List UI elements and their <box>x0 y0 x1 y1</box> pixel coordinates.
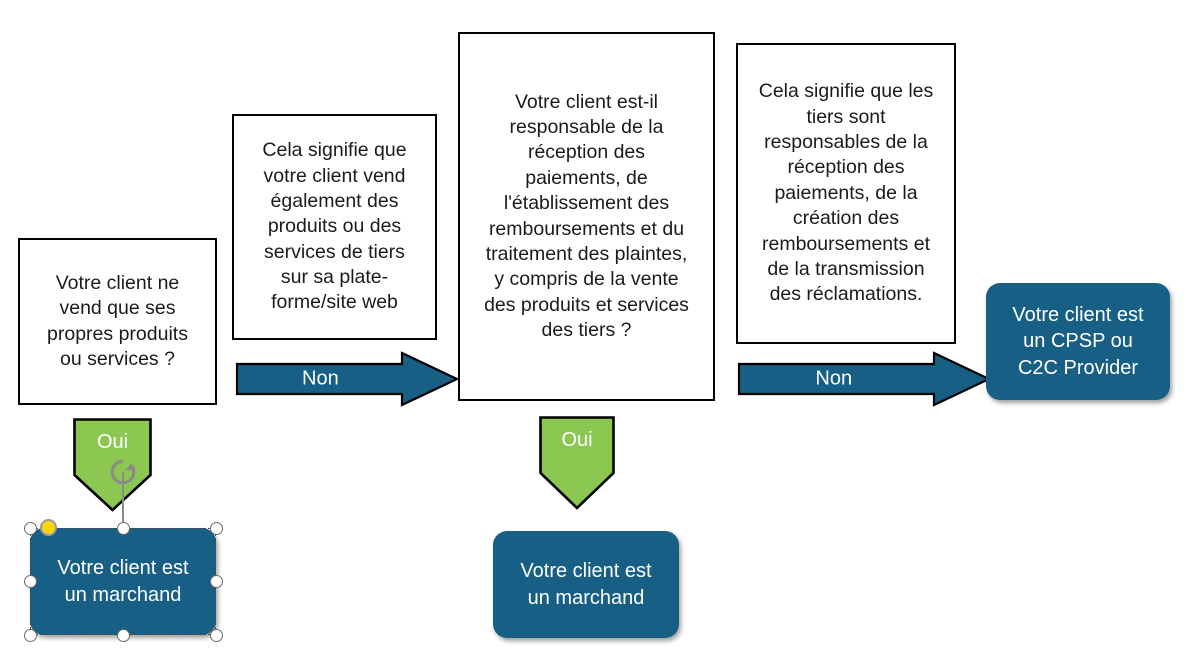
result-box-merchant-left[interactable]: Votre client est un marchand <box>30 528 216 635</box>
result-box-merchant-left-text: Votre client est un marchand <box>57 557 189 606</box>
resize-handle-middle-left[interactable] <box>23 575 37 588</box>
result-box-merchant-center[interactable]: Votre client est un marchand <box>493 531 679 638</box>
arrow-right-shape <box>235 351 460 407</box>
rotate-icon-glyph <box>110 459 136 485</box>
resize-handle-top-center[interactable] <box>116 521 130 535</box>
resize-handle-bottom-right[interactable] <box>209 628 223 642</box>
resize-handle-bottom-left[interactable] <box>23 628 37 642</box>
rotation-stem <box>122 472 124 528</box>
result-box-cpsp[interactable]: Votre client est un CPSP ou C2C Provider <box>986 283 1170 400</box>
question-box-own-products[interactable]: Votre client ne vend que ses propres pro… <box>18 238 217 405</box>
question-box-responsible-payments[interactable]: Votre client est-il responsable de la ré… <box>458 32 715 401</box>
shape-adjust-handle[interactable] <box>40 519 57 536</box>
rotate-icon[interactable] <box>108 457 138 487</box>
resize-handle-top-right[interactable] <box>209 521 223 535</box>
resize-handle-top-left[interactable] <box>23 521 37 535</box>
note-box-third-parties-responsible-text: Cela signifie que les tiers sont respons… <box>758 80 934 306</box>
note-box-third-party-platform-text: Cela signifie que votre client vend égal… <box>262 139 407 314</box>
note-box-third-party-platform[interactable]: Cela signifie que votre client vend égal… <box>232 114 437 340</box>
resize-handle-middle-right[interactable] <box>209 575 223 588</box>
question-box-own-products-text: Votre client ne vend que ses propres pro… <box>47 271 188 370</box>
note-box-third-parties-responsible[interactable]: Cela signifie que les tiers sont respons… <box>736 43 956 344</box>
result-box-cpsp-text: Votre client est un CPSP ou C2C Provider <box>1012 303 1144 379</box>
result-box-merchant-center-text: Votre client est un marchand <box>520 560 652 609</box>
question-box-responsible-payments-text: Votre client est-il responsable de la ré… <box>484 90 689 341</box>
arrow-oui-q2-to-merchant[interactable]: Oui <box>539 416 615 510</box>
arrow-down-shape <box>539 416 615 510</box>
arrow-right-shape <box>737 351 992 407</box>
resize-handle-bottom-center[interactable] <box>116 628 130 642</box>
arrow-down-shape <box>73 418 152 512</box>
arrow-non-q2-to-cpsp[interactable]: Non <box>737 351 992 407</box>
arrow-non-q1-to-q2[interactable]: Non <box>235 351 460 407</box>
